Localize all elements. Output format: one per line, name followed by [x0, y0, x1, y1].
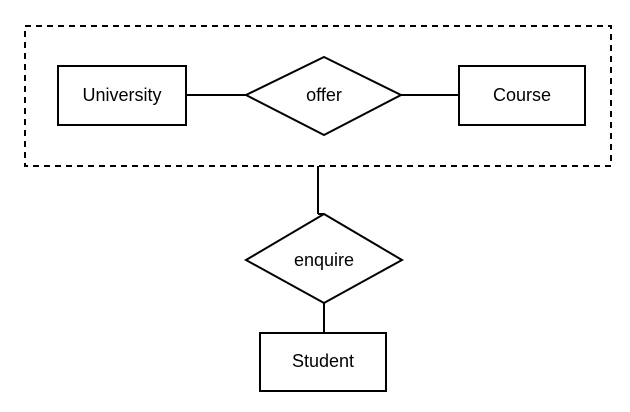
entity-university[interactable]: University: [57, 65, 187, 126]
relationship-offer-label: offer: [306, 85, 342, 105]
relationship-enquire[interactable]: enquire: [243, 212, 405, 305]
relationship-enquire-label: enquire: [294, 250, 354, 270]
entity-university-box: [57, 65, 187, 126]
entity-university-label: University: [82, 85, 161, 105]
entity-student[interactable]: Student: [259, 332, 387, 392]
entity-student-label: Student: [292, 351, 354, 371]
relationship-offer-diamond: [243, 55, 404, 137]
entity-student-box: [259, 332, 387, 392]
entity-course-label: Course: [493, 85, 551, 105]
entity-course[interactable]: Course: [458, 65, 586, 126]
entity-course-box: [458, 65, 586, 126]
relationship-offer[interactable]: offer: [243, 55, 404, 137]
relationship-enquire-diamond: [243, 212, 405, 305]
